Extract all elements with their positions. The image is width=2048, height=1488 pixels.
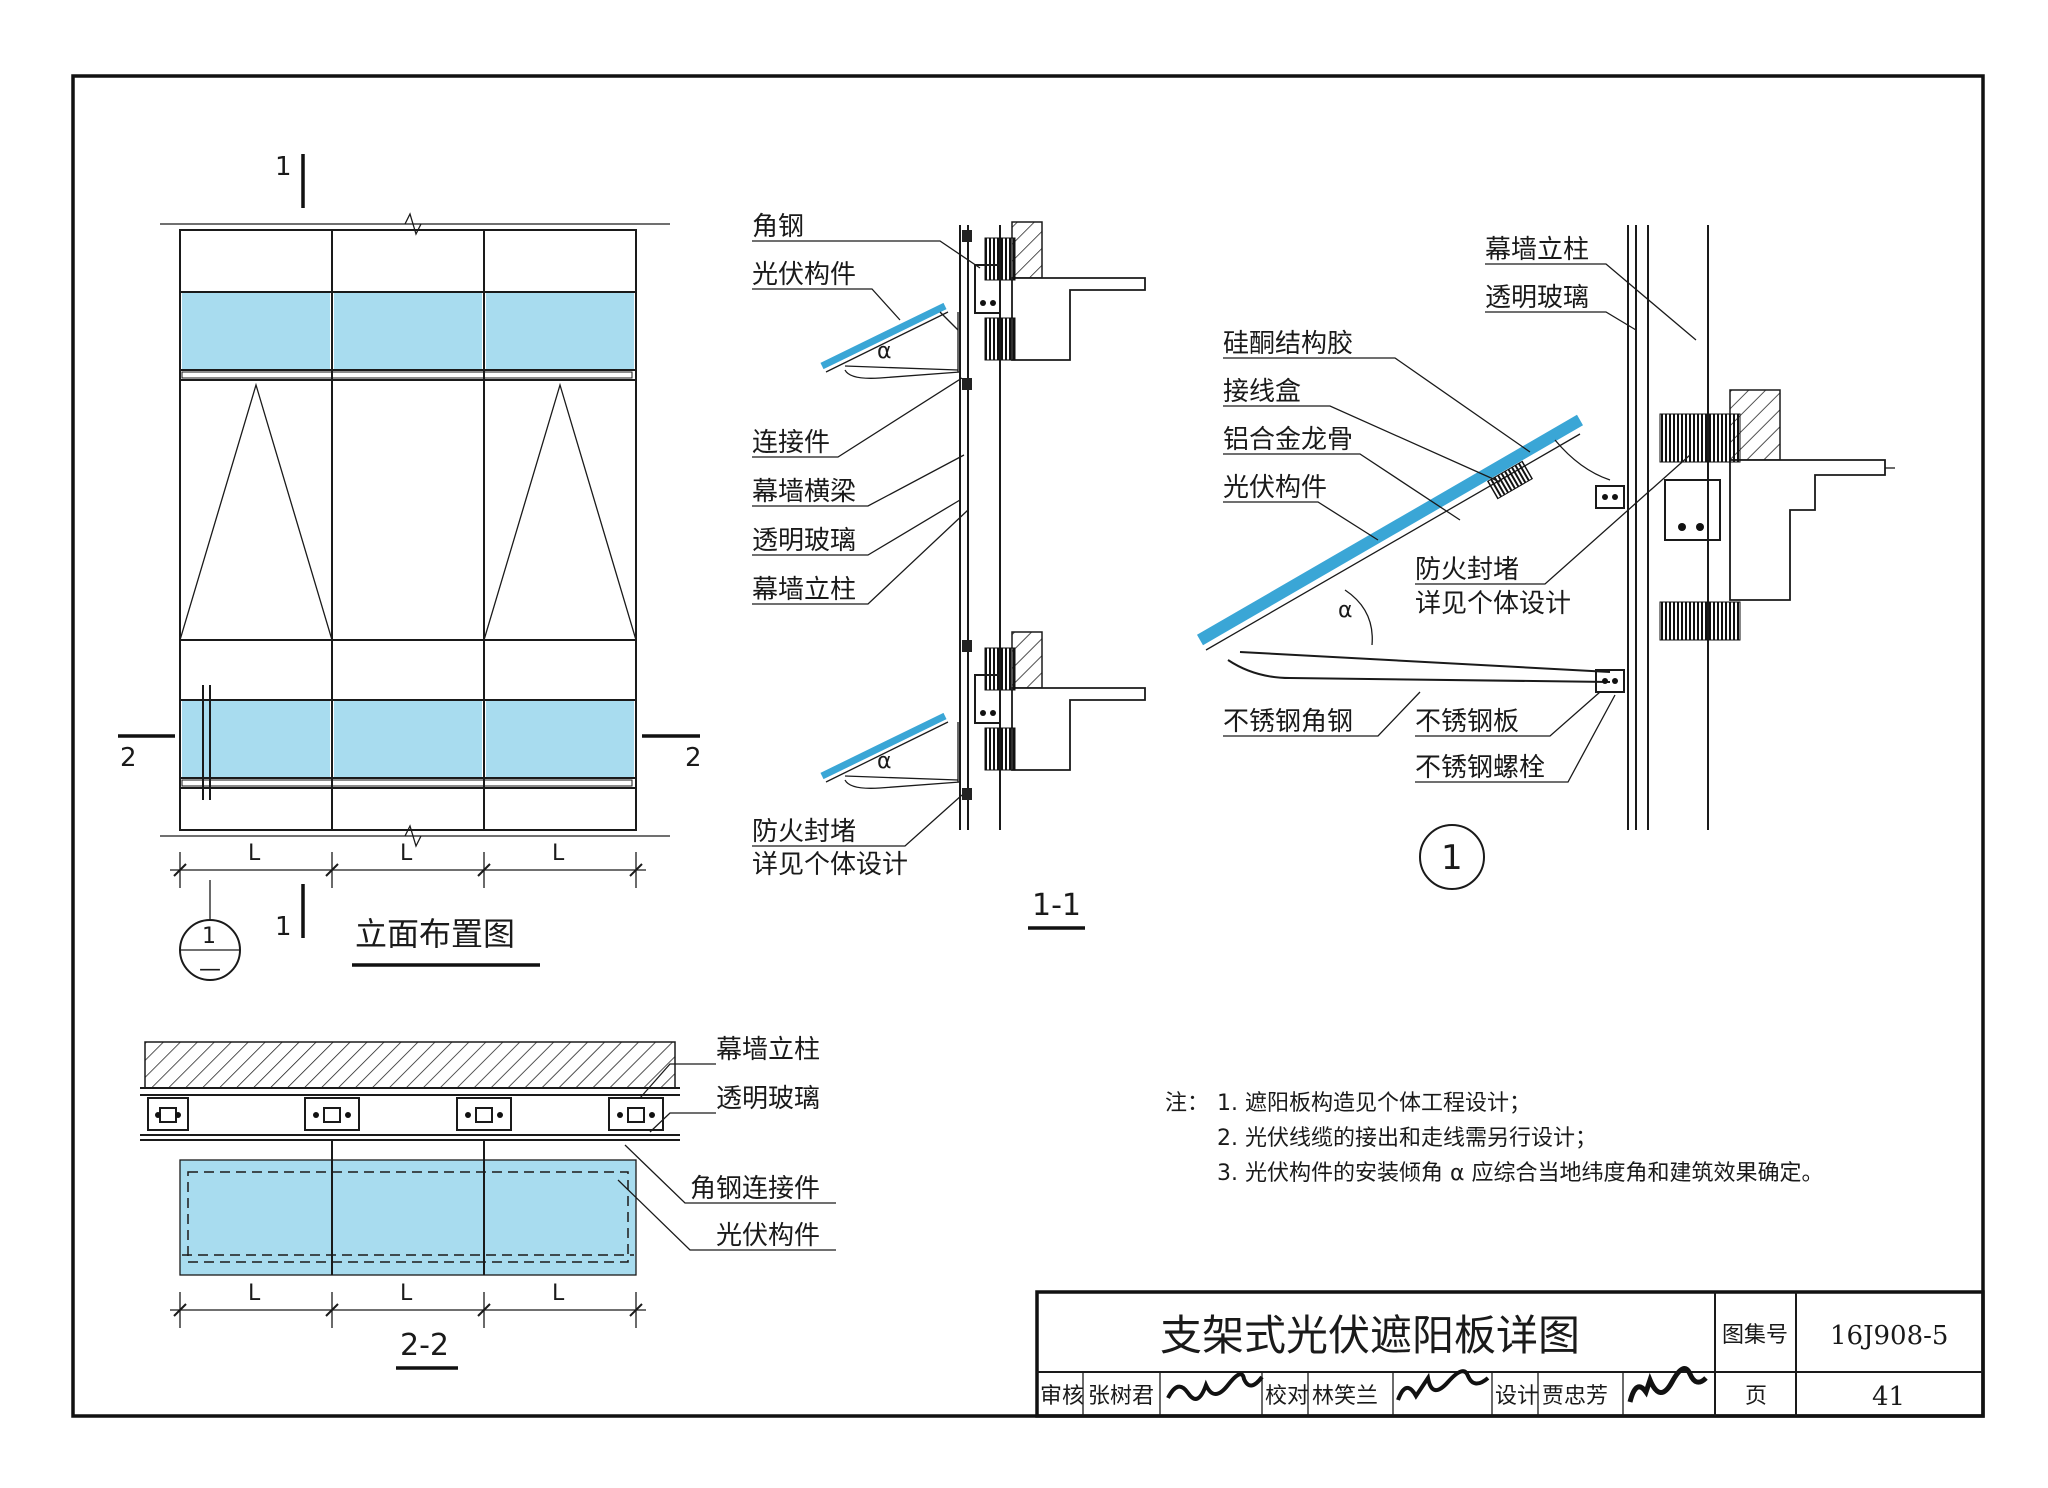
pv-panel-top-2 xyxy=(334,293,482,369)
pv-panel-top-1 xyxy=(182,293,330,369)
s11-label-transom: 幕墙横梁 xyxy=(752,477,856,507)
atlas-number: 16J908-5 xyxy=(1830,1321,1948,1351)
pv-panel-bottom-1 xyxy=(182,701,330,777)
elevation-view: 1 1 2 2 L L L 1 — 立面布置图 xyxy=(118,152,702,982)
d1-label-ss-bolt: 不锈钢螺栓 xyxy=(1415,753,1545,783)
atlas-label: 图集号 xyxy=(1722,1323,1788,1348)
detail-ref-number: 1 xyxy=(202,924,216,949)
s22-label-pv: 光伏构件 xyxy=(716,1221,820,1251)
s22-mullion-3 xyxy=(456,1097,512,1131)
check-label: 校对 xyxy=(1265,1384,1309,1409)
s11-label-connector: 连接件 xyxy=(752,428,830,458)
s22-dim-3: L xyxy=(552,1281,565,1306)
detail-1-number-circle xyxy=(1419,824,1485,890)
notes-prefix: 注： xyxy=(1165,1091,1209,1116)
page-number: 41 xyxy=(1872,1382,1905,1412)
note-1: 1. 遮阳板构造见个体工程设计； xyxy=(1217,1091,1531,1116)
s11-label-angle-steel: 角钢 xyxy=(752,212,804,242)
detail-1-number: 1 xyxy=(1441,838,1463,878)
notes: 注： 1. 遮阳板构造见个体工程设计； 2. 光伏线缆的接出和走线需另行设计； … xyxy=(1165,1091,1823,1186)
d1-label-ss-angle: 不锈钢角钢 xyxy=(1223,707,1353,737)
section-mark-1-top: 1 xyxy=(275,152,292,182)
section-1-1-title: 1-1 xyxy=(1032,888,1081,923)
pv-panel-bottom-2 xyxy=(334,701,482,777)
svg-text:α: α xyxy=(877,749,892,774)
pv-panel-bottom-3 xyxy=(486,701,634,777)
s22-dim-2: L xyxy=(400,1281,413,1306)
section-mark-2-right: 2 xyxy=(685,743,702,773)
section-1-1-view: α α 角钢 光伏构件 连接件 幕墙横梁 透明玻璃 幕墙立柱 防火封堵 详见个体… xyxy=(752,212,1146,930)
title-block-title: 支架式光伏遮阳板详图 xyxy=(1160,1311,1580,1360)
elev-dim-2: L xyxy=(400,841,413,866)
s22-dim-1: L xyxy=(248,1281,261,1306)
svg-text:α: α xyxy=(877,339,892,364)
pv-panel-detail xyxy=(1196,414,1584,646)
page-label: 页 xyxy=(1745,1384,1767,1409)
d1-label-pv: 光伏构件 xyxy=(1223,473,1327,503)
pv-panel-section-upper xyxy=(820,302,947,370)
reviewer-signature xyxy=(1166,1372,1264,1401)
elev-dim-3: L xyxy=(552,841,565,866)
checker-signature xyxy=(1396,1369,1490,1401)
sheet-border xyxy=(71,74,1985,1418)
detail-1-view: α 幕墙立柱 透明玻璃 硅酮结构胶 接线盒 铝合金龙骨 光伏构件 防火封堵 详见… xyxy=(1196,225,1895,890)
d1-label-mullion: 幕墙立柱 xyxy=(1485,235,1589,265)
d1-label-fire-seal-note: 详见个体设计 xyxy=(1415,589,1571,619)
note-3: 3. 光伏构件的安装倾角 α 应综合当地纬度角和建筑效果确定。 xyxy=(1217,1161,1823,1186)
svg-text:α: α xyxy=(1338,598,1353,623)
pv-panel-section-lower xyxy=(820,712,947,780)
section-2-2-view: 幕墙立柱 透明玻璃 角钢连接件 光伏构件 L L L 2-2 xyxy=(140,1035,836,1370)
review-label: 审核 xyxy=(1040,1384,1084,1409)
designer-name: 贾忠芳 xyxy=(1542,1384,1608,1409)
title-block: 支架式光伏遮阳板详图 图集号 16J908-5 页 41 审核 张树君 校对 林… xyxy=(1035,1290,1985,1418)
reviewer-name: 张树君 xyxy=(1088,1384,1154,1409)
design-label: 设计 xyxy=(1495,1384,1539,1409)
s11-label-mullion: 幕墙立柱 xyxy=(752,575,856,605)
s22-mullion-2 xyxy=(304,1097,360,1131)
section-2-2-title: 2-2 xyxy=(400,1328,449,1363)
s22-pv-plan xyxy=(180,1160,636,1275)
d1-label-ss-plate: 不锈钢板 xyxy=(1415,707,1519,737)
s22-label-angle-connector: 角钢连接件 xyxy=(690,1174,820,1204)
s11-label-glass: 透明玻璃 xyxy=(752,526,856,556)
pv-panel-top-3 xyxy=(486,293,634,369)
designer-signature xyxy=(1627,1366,1708,1403)
s22-label-glass: 透明玻璃 xyxy=(716,1084,820,1114)
section-mark-2-left: 2 xyxy=(120,743,137,773)
s11-label-pv: 光伏构件 xyxy=(752,260,856,290)
s11-label-fire-seal: 防火封堵 xyxy=(752,817,856,847)
detail-ref-sheet: — xyxy=(199,957,221,982)
s22-mullion-1 xyxy=(147,1097,189,1131)
note-2: 2. 光伏线缆的接出和走线需另行设计； xyxy=(1217,1126,1597,1151)
d1-label-glass: 透明玻璃 xyxy=(1485,283,1589,313)
s22-label-mullion: 幕墙立柱 xyxy=(716,1035,820,1065)
d1-label-keel: 铝合金龙骨 xyxy=(1223,425,1353,455)
elev-dim-1: L xyxy=(248,841,261,866)
s11-label-fire-seal-note: 详见个体设计 xyxy=(752,850,908,880)
d1-label-silicone: 硅酮结构胶 xyxy=(1223,329,1353,359)
d1-label-fire-seal: 防火封堵 xyxy=(1415,555,1519,585)
checker-name: 林笑兰 xyxy=(1312,1384,1378,1409)
d1-label-junction: 接线盒 xyxy=(1223,377,1301,407)
section-mark-1-bottom: 1 xyxy=(275,912,292,942)
s22-mullion-4 xyxy=(608,1097,664,1131)
elevation-title: 立面布置图 xyxy=(355,915,515,953)
